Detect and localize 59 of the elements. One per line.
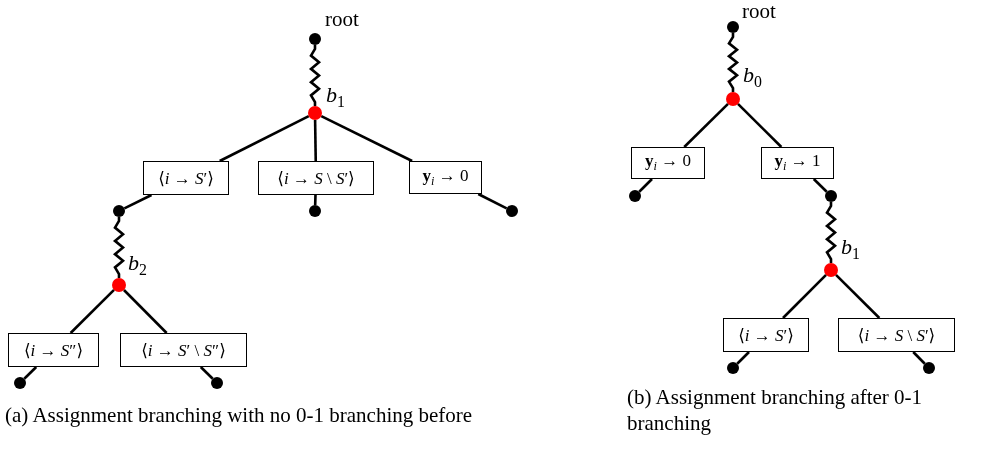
tree-node-dot (629, 190, 641, 202)
tree-edge (782, 274, 827, 319)
branch-label-box (723, 318, 809, 352)
branch-label-box (838, 318, 955, 352)
zigzag-line (726, 33, 740, 92)
tree-node-dot (14, 377, 26, 389)
branch-condition: ⟨i → S′⟩ (158, 167, 214, 189)
tree-edge (313, 194, 317, 206)
branch-label-box (143, 161, 229, 195)
tree-edge (477, 192, 508, 210)
edge-label: b$_{2}$ (128, 252, 147, 279)
tree-edge (69, 289, 115, 334)
tree-node-dot (727, 21, 739, 33)
branch-node-dot (308, 106, 322, 120)
zigzag-line (112, 217, 126, 278)
tree-edge (123, 289, 168, 334)
tree-edge (812, 178, 828, 193)
zigzag-line (824, 202, 838, 263)
branch-condition: ⟨i → S′⟩ (738, 324, 794, 346)
tree-edge (219, 115, 310, 163)
branch-node-dot (824, 263, 838, 277)
figure-caption: (b) Assignment branching after 0-1 branching (627, 384, 924, 437)
tree-node-dot (309, 205, 321, 217)
tree-edge (737, 103, 783, 148)
figure-caption: (a) Assignment branching with no 0-1 branching before (5, 402, 474, 429)
branch-node-dot (112, 278, 126, 292)
tree-edge (835, 274, 881, 319)
branch-label-box (409, 161, 482, 194)
branch-label-box (8, 333, 99, 367)
branch-condition: ⟨i → S′ \ S″⟩ (141, 339, 226, 361)
node-caption: root (325, 9, 359, 30)
node-caption: root (742, 1, 776, 22)
branch-label-box (761, 147, 834, 179)
zigzag-line (308, 45, 322, 106)
tree-edge (683, 103, 729, 148)
tree-node-dot (506, 205, 518, 217)
edge-label: b$_{1}$ (326, 84, 345, 111)
branch-node-dot (726, 92, 740, 106)
tree-node-dot (727, 362, 739, 374)
tree-node-dot (923, 362, 935, 374)
tree-node-dot (309, 33, 321, 45)
edge-label: b$_{1}$ (841, 236, 860, 263)
edge-label: b$_{0}$ (743, 64, 762, 91)
branch-condition: y$_{i}$ → 1 (774, 151, 821, 175)
tree-node-dot (211, 377, 223, 389)
tree-edge (638, 178, 653, 193)
branch-condition: ⟨i → S \ S′⟩ (277, 167, 355, 189)
branch-label-box (631, 147, 705, 179)
tree-node-dot (825, 190, 837, 202)
branch-condition: ⟨i → S \ S′⟩ (857, 324, 936, 346)
tree-edge (123, 193, 153, 210)
tree-node-dot (113, 205, 125, 217)
branch-condition: y$_{i}$ → 0 (645, 151, 691, 175)
branch-label-box (258, 161, 374, 195)
tree-edge (313, 120, 318, 162)
tree-edge (320, 114, 413, 163)
branch-condition: ⟨i → S″⟩ (23, 339, 84, 361)
branch-condition: y$_{i}$ → 0 (422, 165, 469, 190)
branch-label-box (120, 333, 247, 367)
